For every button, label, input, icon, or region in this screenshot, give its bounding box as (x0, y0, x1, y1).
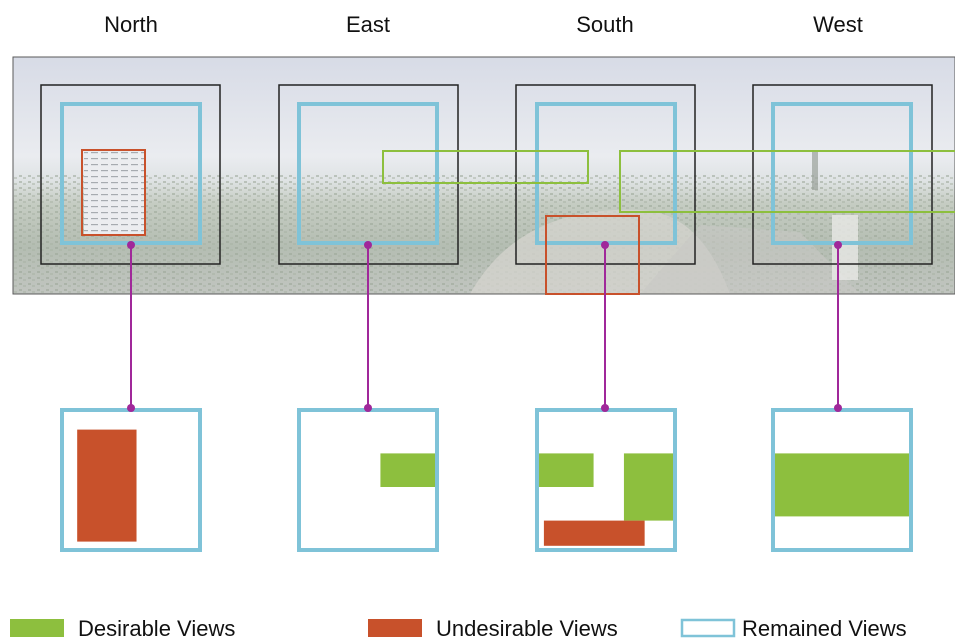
west-connector-top-dot (834, 241, 842, 249)
west-schematic-box (771, 408, 913, 552)
west-connector-bottom-dot (834, 404, 842, 412)
view-schematics (60, 404, 913, 552)
west-frame (752, 84, 933, 265)
panorama-annotations (40, 84, 955, 295)
legend: Desirable Views Undesirable Views Remain… (10, 616, 907, 641)
legend-swatch-remained (680, 618, 736, 638)
south-desirable-view-1 (537, 453, 594, 487)
direction-titles: North East South West (104, 12, 863, 37)
south-west-desirable-outline (619, 150, 955, 213)
legend-label-desirable: Desirable Views (78, 616, 235, 641)
direction-label-west: West (813, 12, 863, 37)
south-connector-bottom-dot (601, 404, 609, 412)
south-undesirable-view-3 (543, 520, 645, 546)
north-connector-bottom-dot (127, 404, 135, 412)
south-desirable-view-2 (623, 453, 675, 521)
legend-label-remained: Remained Views (742, 616, 907, 641)
direction-label-north: North (104, 12, 158, 37)
panorama-image (12, 56, 955, 295)
legend-swatch-undesirable (368, 619, 422, 637)
north-connector-top-dot (127, 241, 135, 249)
east-connector-bottom-dot (364, 404, 372, 412)
east-desirable-view-1 (380, 453, 437, 487)
west-desirable-view-1 (773, 453, 911, 517)
direction-label-south: South (576, 12, 634, 37)
south-undesirable-outline (545, 215, 640, 295)
north-undesirable-view-1 (77, 429, 137, 542)
legend-label-undesirable: Undesirable Views (436, 616, 618, 641)
legend-swatch-desirable (10, 619, 64, 637)
east-south-desirable-outline (382, 150, 589, 184)
direction-label-east: East (346, 12, 390, 37)
connectors (127, 241, 842, 408)
south-connector-top-dot (601, 241, 609, 249)
north-undesirable-outline (81, 149, 146, 236)
east-connector-top-dot (364, 241, 372, 249)
west-remained-view-frame (771, 102, 913, 245)
